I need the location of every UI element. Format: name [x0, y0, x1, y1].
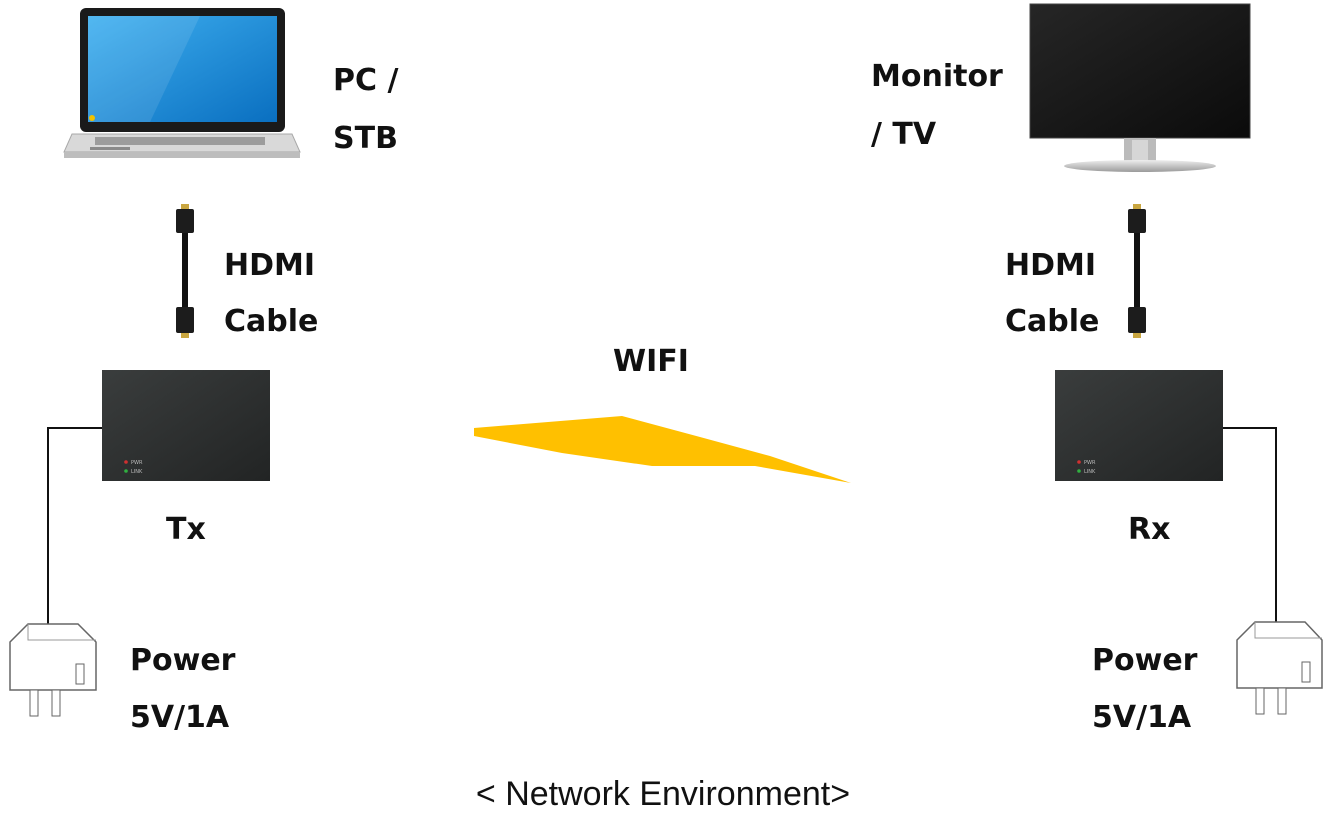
sink-label-line1: Monitor	[871, 59, 1003, 94]
power-adapter-left-icon	[9, 623, 97, 717]
receiver-box: PWR LINK	[1055, 370, 1223, 481]
sink-label-line2: / TV	[871, 117, 937, 152]
power-left-label-line1: Power	[130, 643, 236, 678]
rx-led-pwr-label: PWR	[1084, 460, 1096, 466]
cable-left-label-line2: Cable	[224, 304, 319, 339]
cable-left-label-line1: HDMI	[224, 248, 316, 283]
power-cable-left	[47, 427, 102, 625]
monitor-icon	[1029, 3, 1251, 172]
power-left-label-line2: 5V/1A	[130, 700, 230, 735]
hdmi-cable-right-icon	[1128, 204, 1146, 338]
power-right-label-line2: 5V/1A	[1092, 700, 1192, 735]
power-right-label-line1: Power	[1092, 643, 1198, 678]
power-cable-right	[1223, 427, 1277, 622]
transmitter-label: Tx	[166, 512, 206, 547]
source-label-line1: PC /	[333, 63, 399, 98]
receiver-label: Rx	[1128, 512, 1171, 547]
cable-right-label-line1: HDMI	[1005, 248, 1097, 283]
cable-right-label-line2: Cable	[1005, 304, 1100, 339]
power-adapter-right-icon	[1236, 621, 1323, 715]
transmitter-box: PWR LINK	[102, 370, 270, 481]
source-label-line2: STB	[333, 121, 398, 156]
rx-led-link-label: LINK	[1084, 469, 1096, 475]
laptop-icon	[63, 8, 301, 158]
tx-led-pwr-label: PWR	[131, 460, 143, 466]
wifi-bolt-icon	[474, 416, 851, 483]
tx-led-link-label: LINK	[131, 469, 143, 475]
wifi-label: WIFI	[613, 344, 689, 379]
diagram-caption: < Network Environment>	[475, 775, 851, 813]
hdmi-cable-left-icon	[176, 204, 194, 338]
